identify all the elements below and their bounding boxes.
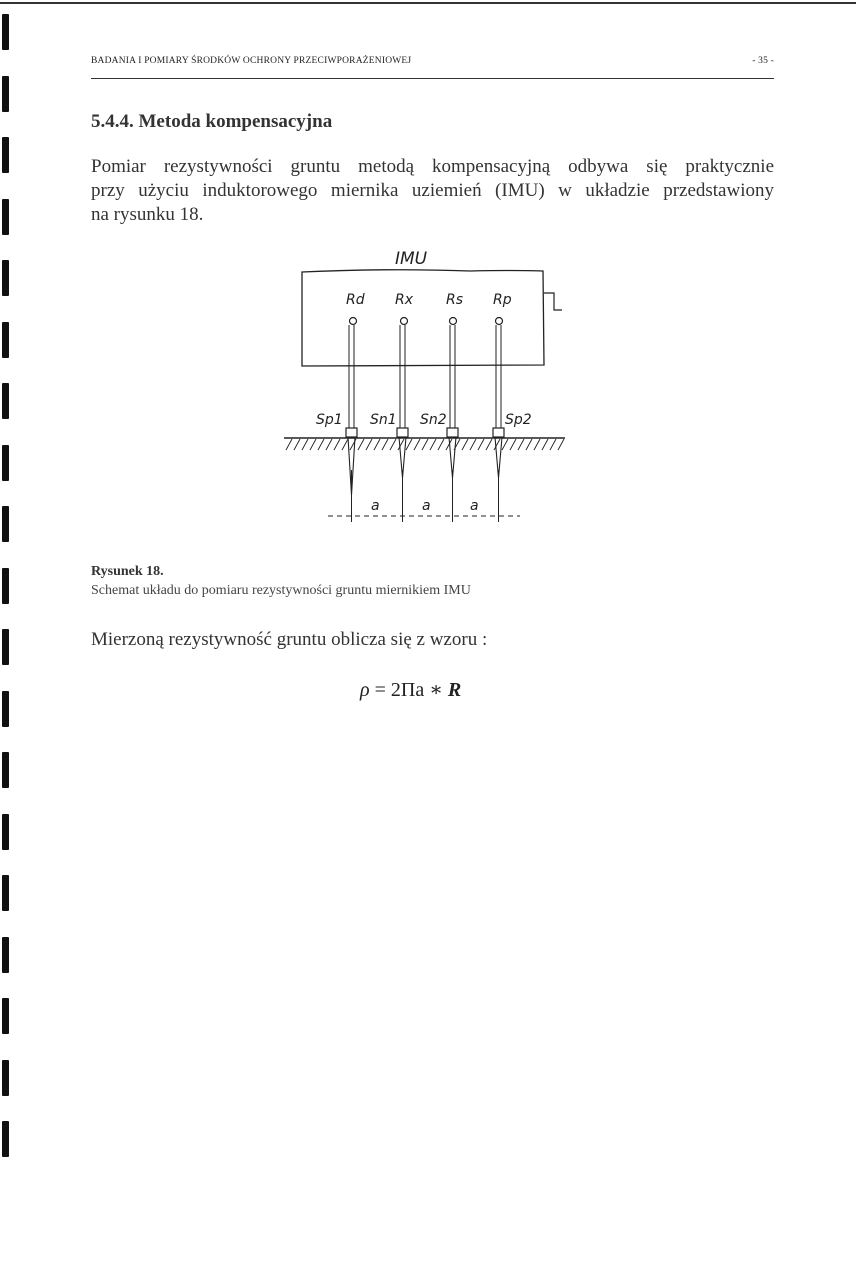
terminal-rs	[448, 316, 458, 326]
hatch-stroke	[397, 438, 405, 451]
probe-label-sn2: Sn2	[420, 412, 447, 428]
imu-device-box	[301, 269, 545, 367]
binding-mark	[2, 198, 9, 235]
section-title: 5.4.4. Metoda kompensacyjna	[91, 111, 333, 132]
formula-middle: = 2Πa ∗	[369, 679, 448, 701]
paragraph-line: na rysunku 18.	[91, 204, 204, 225]
binding-mark	[2, 260, 9, 296]
binding-mark	[2, 75, 9, 112]
imu-crank-handle	[544, 292, 562, 311]
hatch-stroke	[333, 438, 341, 451]
hatch-stroke	[493, 438, 501, 451]
header-rule	[91, 78, 774, 79]
binding-mark	[2, 567, 9, 604]
lead-wires	[348, 325, 502, 428]
binding-mark	[2, 998, 9, 1034]
hatch-stroke	[533, 438, 541, 451]
hatch-stroke	[509, 438, 517, 451]
probe-label-sn1: Sn1	[370, 412, 397, 428]
binding-mark	[2, 936, 9, 973]
terminal-rp	[494, 316, 504, 326]
formula-lhs: ρ	[360, 679, 370, 701]
binding-mark	[2, 14, 9, 50]
spacing-label-3: a	[470, 498, 479, 514]
binding-mark	[2, 1121, 9, 1157]
hatch-stroke	[373, 438, 381, 451]
hatch-stroke	[325, 438, 333, 451]
binding-mark	[2, 506, 9, 542]
hatch-stroke	[317, 438, 325, 451]
hatch-stroke	[525, 438, 533, 451]
binding-marks	[0, 0, 14, 1263]
terminal-label-rx: Rx	[395, 292, 414, 308]
figure-caption-text: Schemat układu do pomiaru rezystywności …	[91, 583, 471, 598]
hatch-stroke	[285, 438, 293, 451]
ground-hatching	[285, 438, 565, 451]
page-number: - 35 -	[752, 56, 774, 66]
probe-head-sp1	[345, 427, 358, 438]
probe-head-sn2	[446, 427, 459, 438]
hatch-stroke	[405, 438, 413, 451]
binding-mark	[2, 137, 9, 173]
hatch-stroke	[469, 438, 477, 451]
hatch-stroke	[381, 438, 389, 451]
hatch-stroke	[293, 438, 301, 451]
hatch-stroke	[309, 438, 317, 451]
hatch-stroke	[365, 438, 373, 451]
page-top-edge	[0, 2, 856, 4]
imu-schematic: IMU Rd Rx Rs Rp Sp1 Sn1 Sn2 Sp2	[284, 249, 565, 522]
dimension-extension-lines	[351, 470, 499, 522]
hatch-stroke	[461, 438, 469, 451]
formula-rhs: R	[447, 679, 462, 701]
hatch-stroke	[341, 438, 349, 451]
terminal-label-rs: Rs	[446, 292, 463, 308]
binding-mark	[2, 752, 9, 788]
spacing-label-1: a	[371, 498, 380, 514]
hatch-stroke	[517, 438, 525, 451]
terminal-rd	[348, 316, 358, 326]
running-title: BADANIA I POMIARY ŚRODKÓW OCHRONY PRZECI…	[91, 56, 412, 66]
spacing-label-2: a	[422, 498, 431, 514]
hatch-stroke	[429, 438, 437, 451]
probe-label-sp2: Sp2	[505, 412, 532, 428]
binding-mark	[2, 690, 9, 727]
binding-mark	[2, 383, 9, 419]
binding-mark	[2, 444, 9, 481]
hatch-stroke	[389, 438, 397, 451]
hatch-stroke	[501, 438, 509, 451]
probe-label-sp1: Sp1	[316, 412, 343, 428]
paragraph-line: Pomiar rezystywności gruntu metodą kompe…	[91, 156, 774, 177]
terminal-label-rd: Rd	[346, 292, 365, 308]
body-paragraph: Pomiar rezystywności gruntu metodą kompe…	[91, 155, 774, 227]
hatch-stroke	[477, 438, 485, 451]
hatch-stroke	[437, 438, 445, 451]
hatch-stroke	[421, 438, 429, 451]
hatch-stroke	[445, 438, 453, 451]
terminal-label-rp: Rp	[493, 292, 512, 308]
binding-mark	[2, 629, 9, 665]
hatch-stroke	[301, 438, 309, 451]
figure-caption-label: Rysunek 18.	[91, 564, 164, 579]
binding-mark	[2, 813, 9, 850]
imu-label: IMU	[395, 249, 428, 269]
binding-mark	[2, 875, 9, 911]
hatch-stroke	[541, 438, 549, 451]
hatch-stroke	[413, 438, 421, 451]
hatch-stroke	[357, 438, 365, 451]
probe-head-sn1	[396, 427, 409, 438]
formula-intro: Mierzoną rezystywność gruntu oblicza się…	[91, 629, 488, 650]
binding-mark	[2, 321, 9, 358]
hatch-stroke	[485, 438, 493, 451]
paragraph-line: przy użyciu induktorowego miernika uziem…	[91, 180, 774, 201]
binding-mark	[2, 1059, 9, 1096]
figure-18: IMU Rd Rx Rs Rp Sp1 Sn1 Sn2 Sp2	[270, 240, 590, 530]
resistivity-formula: ρ = 2Πa ∗ R	[360, 677, 461, 702]
hatch-stroke	[557, 438, 565, 451]
probe-head-sp2	[492, 427, 505, 438]
hatch-stroke	[549, 438, 557, 451]
terminal-rx	[399, 316, 409, 326]
